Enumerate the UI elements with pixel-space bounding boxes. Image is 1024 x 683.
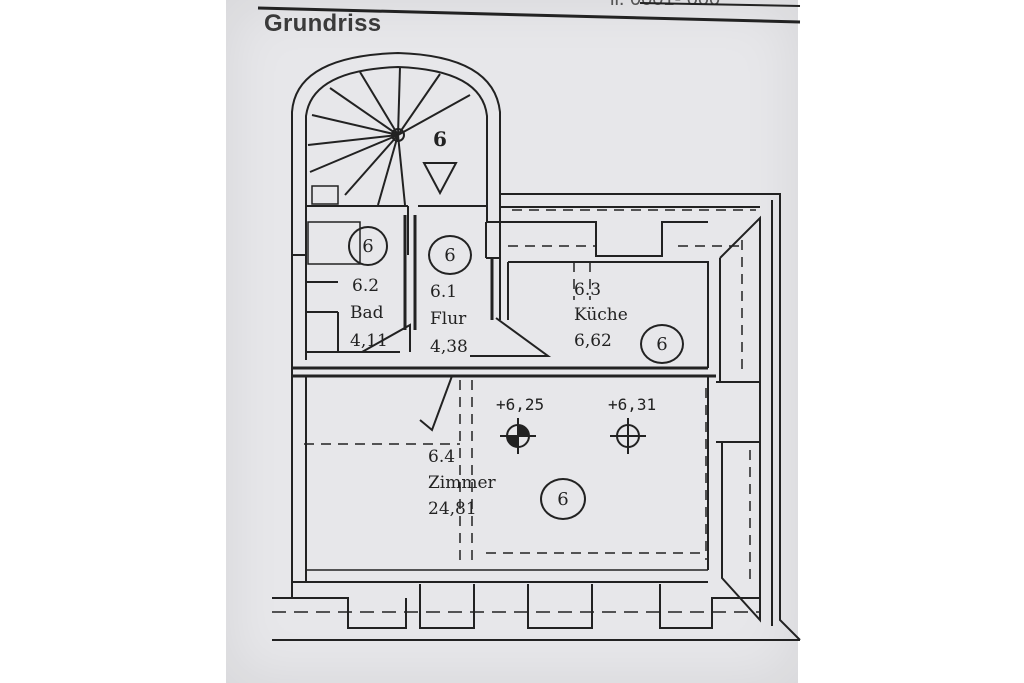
level-symbol-open bbox=[610, 418, 646, 454]
room-number-kueche: 6.3 bbox=[574, 280, 602, 300]
room-name-flur: Flur bbox=[430, 309, 467, 329]
cropped-header-text: ll. 0001- 000 bbox=[610, 0, 720, 11]
scanned-paper bbox=[226, 0, 798, 683]
floor-circle-corridor: 6 bbox=[428, 235, 472, 275]
level-mark-right: +6,31 bbox=[608, 395, 657, 414]
room-area-flur: 4,38 bbox=[430, 337, 468, 357]
kitchen-walls bbox=[498, 193, 780, 382]
floor-circle-room: 6 bbox=[540, 478, 586, 520]
room-area-kueche: 6,62 bbox=[574, 331, 612, 351]
floor-circle-kitchen: 6 bbox=[640, 324, 684, 364]
level-symbol-filled bbox=[500, 418, 536, 454]
header-rule bbox=[257, 6, 801, 24]
room-number-zimmer: 6.4 bbox=[428, 447, 456, 467]
room-area-zimmer: 24,81 bbox=[428, 499, 477, 519]
stair-number: 6 bbox=[433, 127, 447, 151]
room-area-bad: 4,11 bbox=[350, 331, 388, 351]
floor-circle-bath: 6 bbox=[348, 226, 388, 266]
room-name-bad: Bad bbox=[350, 303, 384, 323]
level-mark-left: +6,25 bbox=[496, 395, 545, 414]
room-number-flur: 6.1 bbox=[430, 282, 458, 302]
room-number-bad: 6.2 bbox=[352, 276, 380, 296]
stair-tower bbox=[291, 51, 501, 256]
main-room-walls bbox=[272, 193, 801, 641]
dashed-guides bbox=[304, 209, 756, 580]
header-rule-top bbox=[639, 2, 801, 7]
room-name-zimmer: Zimmer bbox=[428, 473, 496, 493]
bath-corridor-walls bbox=[291, 215, 552, 598]
floor-plan-heading: Grundriss bbox=[264, 10, 382, 37]
room-name-kueche: Küche bbox=[574, 305, 628, 325]
